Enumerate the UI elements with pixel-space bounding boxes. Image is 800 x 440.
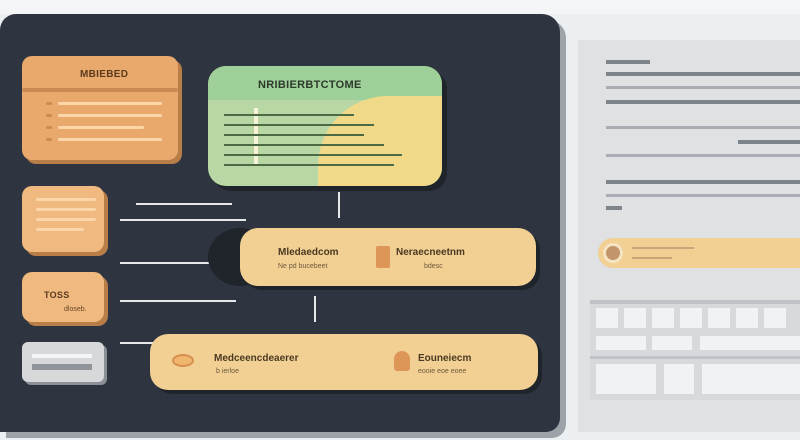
card-text-line (36, 218, 96, 221)
info-card-main[interactable]: MBIEBED (22, 56, 178, 160)
panel-text-line (224, 134, 364, 136)
grid-cell (596, 336, 646, 350)
grid-cell (624, 308, 646, 328)
grid-cell (736, 308, 758, 328)
pill-sublabel: bdesc (424, 263, 443, 270)
doc-line (738, 140, 800, 144)
connector-line (120, 219, 246, 221)
list-bullet (46, 114, 52, 117)
card-text-line (36, 198, 96, 201)
panel-text-line (224, 144, 384, 146)
card-text-line (32, 354, 92, 358)
pill-label: Neraecneetnm (396, 247, 465, 258)
card-text-line (58, 114, 162, 117)
list-bullet (46, 126, 52, 129)
panel-header (208, 66, 442, 100)
lower-info-pill[interactable]: Medceencdeaerer b ierloe Eouneiecm eooie… (150, 334, 538, 390)
oval-icon (172, 354, 194, 367)
upper-info-pill[interactable]: Mledaedcom Ne pd bucebeet Neraecneetnm b… (240, 228, 536, 286)
doc-line (606, 180, 800, 184)
list-bullet (46, 102, 52, 105)
pill-label: Mledaedcom (278, 247, 339, 258)
connector-line (338, 192, 340, 218)
pill-sublabel: b ierloe (216, 368, 239, 375)
grid-cell (680, 308, 702, 328)
panel-text-line (224, 154, 402, 156)
doc-line (606, 154, 800, 157)
pill-label: Eouneiecm (418, 353, 472, 364)
doc-line (606, 86, 800, 89)
card-text-line (58, 102, 162, 105)
grid-cell (652, 308, 674, 328)
pill-sublabel: eooie eoe eoee (418, 368, 467, 375)
card-text-line (36, 208, 96, 211)
panel-title: NRIBIERBTCTOME (258, 79, 362, 91)
panel-text-line (224, 114, 354, 116)
document-icon (376, 246, 390, 268)
card-text-line (32, 364, 92, 370)
card-text-line (58, 138, 162, 141)
connector-line (120, 262, 210, 264)
gray-input-card[interactable] (22, 342, 104, 382)
doc-line (606, 72, 800, 76)
card-text-line (58, 126, 144, 129)
side-slider-line (632, 247, 694, 249)
top-backdrop (0, 0, 800, 14)
grid-cell (700, 336, 800, 350)
doc-line (606, 206, 622, 210)
grid-line (590, 300, 800, 304)
side-slider-line (632, 257, 672, 259)
doc-line (606, 60, 650, 64)
grid-line (590, 356, 800, 359)
panel-marker (254, 108, 258, 166)
grid-cell (596, 364, 656, 394)
grid-cell (708, 308, 730, 328)
connector-line (314, 296, 316, 322)
grid-cell (596, 308, 618, 328)
list-bullet (46, 138, 52, 141)
pill-label: Medceencdeaerer (214, 353, 299, 364)
pill-sublabel: Ne pd bucebeet (278, 263, 328, 270)
card-divider (22, 88, 178, 92)
featured-panel[interactable]: NRIBIERBTCTOME (208, 66, 442, 186)
panel-highlight (318, 96, 442, 186)
info-card-tertiary[interactable]: TOSS dloseb. (22, 272, 104, 322)
card-title: TOSS (44, 290, 70, 300)
connector-line (136, 203, 232, 205)
panel-text-line (224, 164, 394, 166)
side-slider-track[interactable] (598, 238, 800, 268)
panel-text-line (224, 124, 374, 126)
info-card-secondary[interactable] (22, 186, 104, 252)
card-text-line (36, 228, 84, 231)
connector-line (120, 342, 180, 344)
doc-line (606, 126, 800, 129)
card-subtitle: dloseb. (64, 306, 87, 313)
grid-cell (702, 364, 800, 394)
doc-line (606, 100, 800, 104)
grid-cell (664, 364, 694, 394)
grid-cell (764, 308, 786, 328)
shield-icon (394, 351, 410, 371)
card-title: MBIEBED (80, 69, 129, 80)
side-slider-handle[interactable] (603, 243, 623, 263)
connector-line (120, 300, 236, 302)
grid-cell (652, 336, 692, 350)
doc-line (606, 194, 800, 197)
